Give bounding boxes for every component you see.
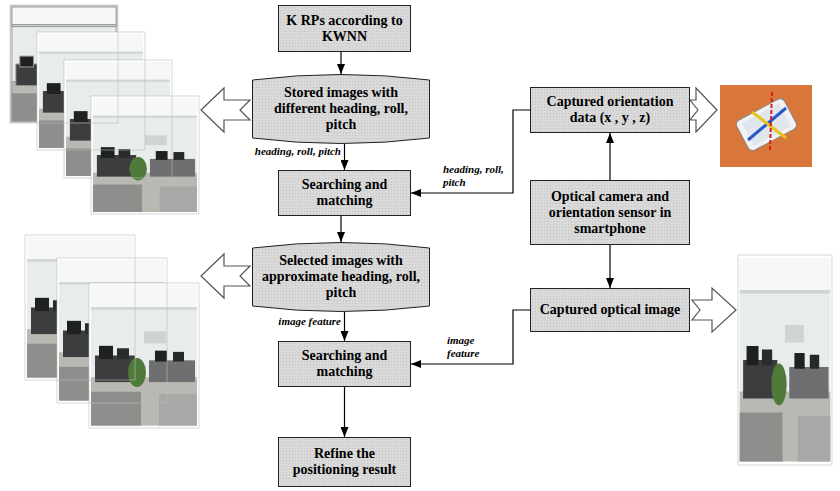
process-box: Optical camera and orientation sensor in… xyxy=(530,180,690,245)
connector-arrow xyxy=(340,52,341,74)
node-label: Stored images with different heading, ro… xyxy=(252,81,430,137)
storage-shape: Selected images with approximate heading… xyxy=(252,242,430,312)
node-label: Captured orientation data (x , y , z) xyxy=(531,90,689,130)
node-label: Optical camera and orientation sensor in… xyxy=(531,185,689,241)
process-box: K RPs according to KWNN xyxy=(278,5,411,52)
connector-arrow xyxy=(344,387,345,437)
stored-image-stack xyxy=(10,5,199,214)
process-box: Searching and matching xyxy=(278,341,411,387)
connector-arrow xyxy=(609,133,610,180)
connector-arrow xyxy=(411,310,530,364)
node-label: Refine the positioning result xyxy=(279,442,410,482)
process-box: Captured optical image xyxy=(530,288,690,332)
smartphone-photo xyxy=(720,85,812,167)
node-label: Selected images with approximate heading… xyxy=(252,249,430,305)
process-box: Refine the positioning result xyxy=(278,437,411,487)
node-label: Searching and matching xyxy=(279,344,410,384)
process-box: Captured orientation data (x , y , z) xyxy=(530,87,690,133)
connector-arrow xyxy=(344,144,345,170)
captured-image xyxy=(738,255,832,465)
storage-shape: Stored images with different heading, ro… xyxy=(252,74,430,144)
connector-arrow xyxy=(344,312,345,341)
edge-label: image feature xyxy=(446,334,508,360)
connector-arrow xyxy=(609,245,610,288)
edge-label: heading, roll, pitch xyxy=(442,163,508,189)
process-box: Searching and matching xyxy=(278,170,411,216)
node-label: K RPs according to KWNN xyxy=(279,9,410,49)
edge-label: image feature xyxy=(236,315,342,328)
selected-image-stack xyxy=(25,235,199,428)
edge-label: heading, roll, pitch xyxy=(230,145,342,158)
connector-arrow xyxy=(340,216,341,242)
node-label: Captured optical image xyxy=(533,298,688,322)
node-label: Searching and matching xyxy=(279,173,410,213)
